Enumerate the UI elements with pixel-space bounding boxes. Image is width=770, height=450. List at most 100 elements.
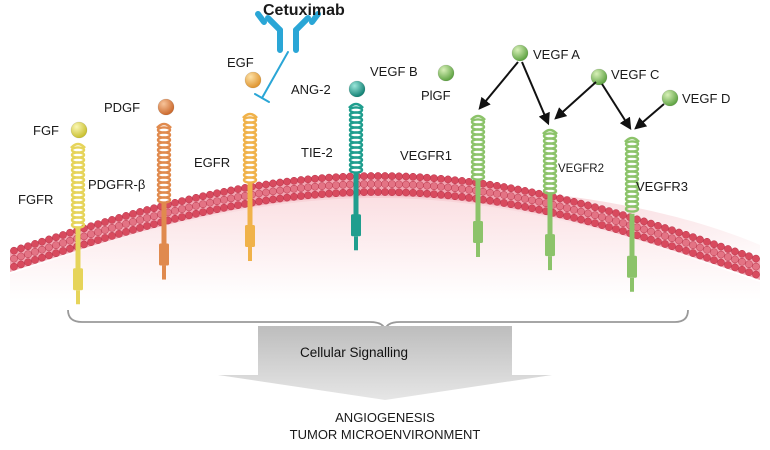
lipid-head: [661, 224, 669, 232]
lipid-head: [507, 192, 515, 201]
cytoplasm-glow: [10, 198, 760, 300]
lipid-head: [486, 180, 494, 189]
lipid-head: [381, 188, 389, 196]
lipid-head: [227, 202, 235, 211]
lipid-head: [577, 199, 585, 208]
lipid-head: [311, 190, 319, 199]
lipid-head: [199, 208, 207, 217]
lipid-head: [570, 205, 578, 214]
lipid-head: [423, 173, 431, 182]
lipid-head: [710, 256, 718, 265]
lipid-head: [500, 199, 508, 207]
receptor-fgfr: [70, 142, 86, 305]
lipid-head: [675, 236, 683, 245]
lipid-head: [283, 177, 291, 186]
lipid-head: [668, 234, 676, 243]
lipid-head: [486, 196, 494, 205]
lipid-head: [605, 215, 613, 223]
ligand-label-vegf-d: VEGF D: [682, 91, 731, 106]
lipid-head: [143, 222, 151, 230]
lipid-head: [437, 182, 445, 191]
lipid-head: [570, 197, 578, 206]
lipid-head: [297, 184, 305, 192]
lipid-head: [178, 197, 186, 205]
lipid-head: [381, 172, 389, 180]
lipid-head: [269, 179, 277, 188]
lipid-head: [710, 240, 718, 249]
signalling-arrow: [218, 326, 552, 400]
lipid-head: [122, 220, 130, 228]
lipid-head: [591, 211, 599, 220]
lipid-head: [423, 189, 431, 198]
lipid-head: [94, 228, 102, 236]
lipid-head: [220, 187, 228, 196]
lipid-head: [605, 223, 613, 231]
binding-arrows: [478, 61, 665, 131]
lipid-head: [129, 218, 137, 226]
lipid-head: [409, 172, 417, 181]
lipid-head: [654, 237, 662, 246]
lipid-head: [10, 254, 18, 263]
arrow-vegfc-vegfr2: [554, 81, 597, 120]
lipid-head: [255, 181, 263, 190]
lipid-head: [87, 238, 95, 247]
ligand-label-egf: EGF: [227, 55, 254, 70]
lipid-head: [416, 189, 424, 198]
lipid-head: [640, 225, 648, 234]
lipid-head: [136, 224, 144, 232]
lipid-head: [283, 193, 291, 202]
lipid-head: [388, 188, 396, 196]
receptor-tie2: [348, 102, 364, 251]
lipid-head: [444, 183, 452, 192]
lipid-head: [304, 191, 312, 200]
lipid-head: [493, 197, 501, 206]
lipid-head: [213, 197, 221, 206]
lipid-head: [332, 189, 340, 198]
lipid-head: [444, 175, 452, 184]
lipid-head: [612, 209, 620, 217]
receptors-layer: [70, 102, 640, 305]
lipid-head: [584, 209, 592, 218]
lipid-head: [458, 185, 466, 193]
lipid-head: [66, 236, 74, 245]
lipid-head: [24, 258, 32, 267]
lipid-head: [290, 176, 298, 185]
lipid-head: [584, 201, 592, 210]
ligand-label-vegf-b: VEGF B: [370, 64, 418, 79]
lipid-head: [234, 201, 242, 209]
ligand-label-pdgf: PDGF: [104, 100, 141, 115]
lipid-head: [731, 247, 739, 256]
lipid-head: [535, 189, 543, 198]
lipid-head: [150, 212, 158, 221]
lipid-head: [745, 268, 753, 277]
ligand-label-vegf-c: VEGF C: [611, 67, 660, 82]
lipid-head: [612, 225, 620, 233]
lipid-head: [465, 185, 473, 194]
receptor-vegfr3: [624, 136, 640, 292]
lipid-head: [717, 242, 725, 251]
lipid-head: [185, 203, 193, 212]
receptor-label-fgfr: FGFR: [18, 192, 54, 207]
lipid-head: [451, 192, 459, 201]
lipid-head: [514, 193, 522, 202]
lipid-head: [528, 204, 536, 213]
lipid-head: [178, 205, 186, 213]
lipid-head: [101, 226, 109, 234]
receptor-label-tie2: TIE-2: [301, 145, 333, 160]
lipid-head: [171, 206, 179, 215]
lipid-head: [52, 249, 60, 258]
lipid-head: [395, 188, 403, 197]
lipid-head: [255, 189, 263, 198]
lipid-head: [185, 195, 193, 204]
lipid-head: [66, 244, 74, 253]
lipid-head: [696, 251, 704, 260]
lipid-head: [367, 188, 375, 196]
lipid-head: [689, 241, 697, 249]
arrow-vegfd-vegfr3: [634, 103, 665, 130]
ligand-label-vegf-a: VEGF A: [533, 47, 580, 62]
lipid-head: [598, 205, 606, 213]
lipid-head: [290, 184, 298, 193]
lipid-head: [45, 235, 53, 244]
ligand-pdgf: [157, 98, 175, 116]
